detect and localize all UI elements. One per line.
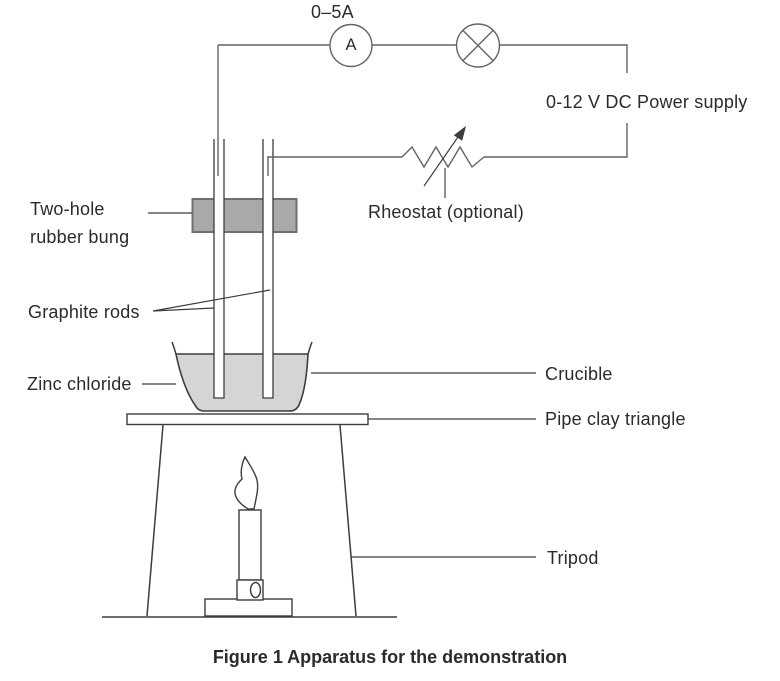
tripod-label: Tripod xyxy=(547,548,599,568)
rubber-bung-label-line1: Two-hole xyxy=(30,199,105,219)
ammeter-letter: A xyxy=(345,36,357,54)
zinc-chloride-label: Zinc chloride xyxy=(27,374,132,394)
crucible-rim xyxy=(171,341,313,355)
ammeter-icon xyxy=(329,23,373,68)
rubber-bung xyxy=(191,198,298,233)
air-hole-icon xyxy=(249,581,262,599)
crucible-label: Crucible xyxy=(545,364,613,384)
graphite-rod-left xyxy=(213,139,225,399)
pipe-clay-triangle-label: Pipe clay triangle xyxy=(545,409,686,429)
ammeter-range-label: 0–5A xyxy=(311,2,354,22)
rods-pointer xyxy=(152,289,271,312)
rheostat-icon xyxy=(401,126,485,198)
burner xyxy=(204,455,293,617)
pointer-lines xyxy=(142,212,536,558)
graphite-rods-label: Graphite rods xyxy=(28,302,140,322)
rubber-bung-label-line2: rubber bung xyxy=(30,227,130,247)
rheostat-label: Rheostat (optional) xyxy=(368,202,524,222)
circuit-wires xyxy=(217,44,628,176)
graphite-rod-right xyxy=(262,139,274,399)
flame-icon xyxy=(234,455,259,510)
power-supply-label: 0-12 V DC Power supply xyxy=(546,92,748,112)
zinc-chloride-liquid xyxy=(175,353,309,412)
tripod-shape xyxy=(146,424,357,617)
lamp-icon xyxy=(455,23,501,68)
figure-caption: Figure 1 Apparatus for the demonstration xyxy=(212,647,568,667)
rubber-bung-label: Two-hole rubber bung xyxy=(30,195,129,251)
pipe-clay-triangle-bar xyxy=(126,413,369,426)
